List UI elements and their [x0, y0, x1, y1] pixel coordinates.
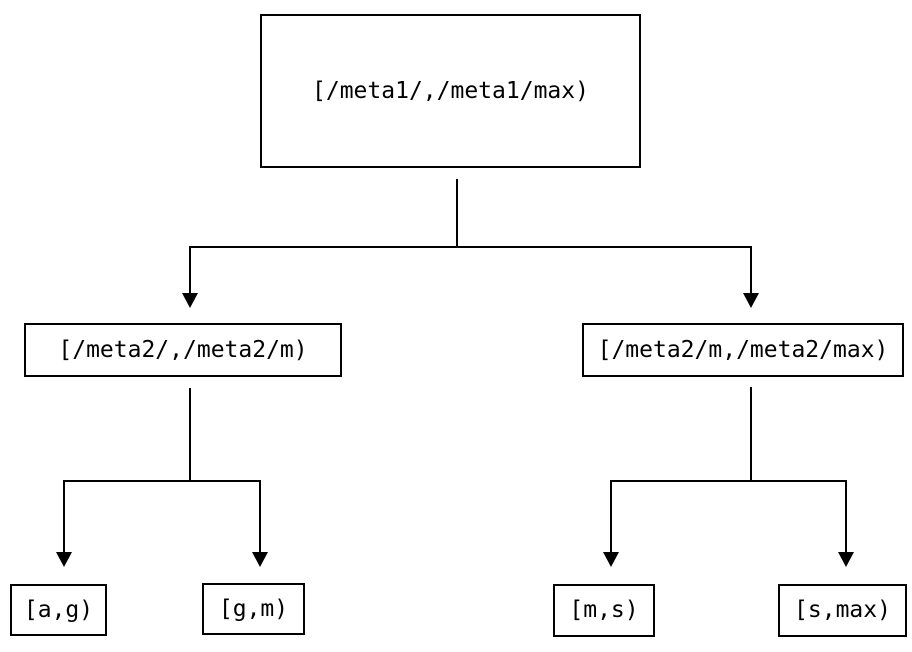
arrowhead-icon [603, 552, 619, 567]
tree-node-meta2-left: [/meta2/,/meta2/m) [24, 323, 342, 377]
tree-node-meta2-right: [/meta2/m,/meta2/max) [582, 323, 904, 377]
tree-leaf-s-max: [s,max) [778, 584, 907, 637]
arrowhead-icon [838, 552, 854, 567]
arrowhead-icon [743, 293, 759, 308]
arrowhead-icon [182, 293, 198, 308]
arrowhead-icon [56, 552, 72, 567]
tree-leaf-a-g: [a,g) [10, 584, 107, 636]
tree-node-root: [/meta1/,/meta1/max) [260, 14, 641, 168]
arrowhead-icon [252, 552, 268, 567]
tree-node-label: [/meta2/,/meta2/m) [58, 336, 308, 363]
arrowheads [56, 293, 854, 567]
tree-leaf-g-m: [g,m) [202, 583, 305, 635]
tree-node-label: [m,s) [569, 597, 639, 623]
tree-node-label: [/meta1/,/meta1/max) [312, 77, 589, 104]
tree-leaf-m-s: [m,s) [553, 584, 655, 637]
tree-node-label: [a,g) [23, 596, 94, 623]
tree-node-label: [/meta2/m,/meta2/max) [597, 336, 889, 363]
edge-lines [63, 179, 847, 553]
tree-node-label: [g,m) [218, 595, 289, 622]
tree-node-label: [s,max) [794, 597, 891, 623]
